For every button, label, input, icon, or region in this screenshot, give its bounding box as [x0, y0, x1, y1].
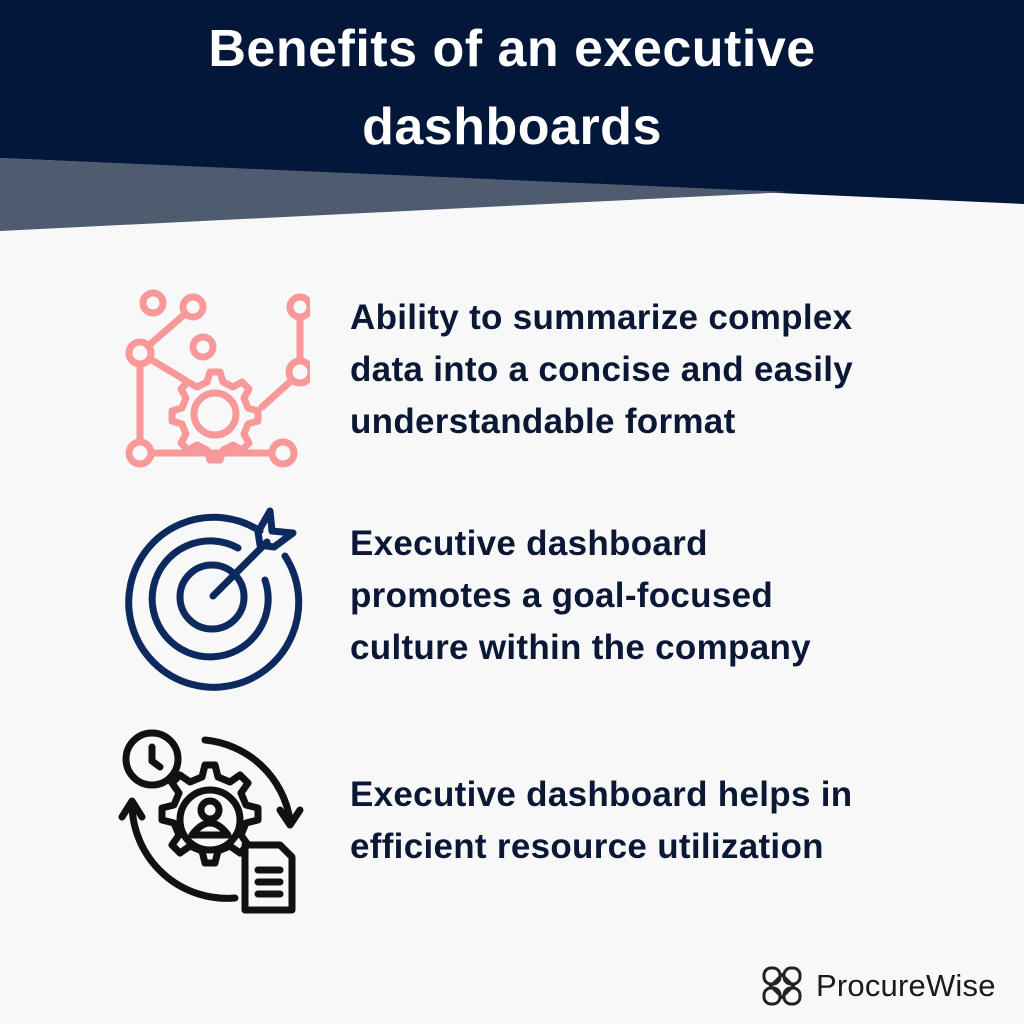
benefit-text-2: Executive dashboard promotes a goal-focu… — [350, 518, 990, 674]
benefit-1-line-2: data into a concise and easily — [350, 350, 854, 389]
benefit-2-line-3: culture within the company — [350, 628, 811, 667]
benefit-2-line-1: Executive dashboard — [350, 524, 708, 563]
benefit-1-line-3: understandable format — [350, 402, 736, 441]
benefit-3-line-1: Executive dashboard helps in — [350, 775, 853, 814]
header-background — [0, 0, 1024, 231]
brand-name: ProcureWise — [816, 968, 996, 1003]
benefit-2-line-2: promotes a goal-focused — [350, 576, 774, 615]
target-arrow-icon — [125, 507, 303, 691]
brand-logo: ProcureWise — [760, 962, 996, 1010]
knot-logo-icon — [762, 966, 802, 1006]
benefit-text-3: Executive dashboard helps in efficient r… — [350, 769, 990, 873]
title-line-2: dashboards — [362, 98, 662, 156]
benefit-3-line-2: efficient resource utilization — [350, 827, 824, 866]
data-gear-network-icon — [125, 289, 310, 468]
resource-cycle-icon — [118, 729, 304, 914]
benefit-1-line-1: Ability to summarize complex — [350, 298, 853, 337]
page-title: Benefits of an executive dashboards — [0, 10, 1024, 166]
title-line-1: Benefits of an executive — [208, 20, 816, 78]
benefit-text-1: Ability to summarize complex data into a… — [350, 292, 990, 448]
